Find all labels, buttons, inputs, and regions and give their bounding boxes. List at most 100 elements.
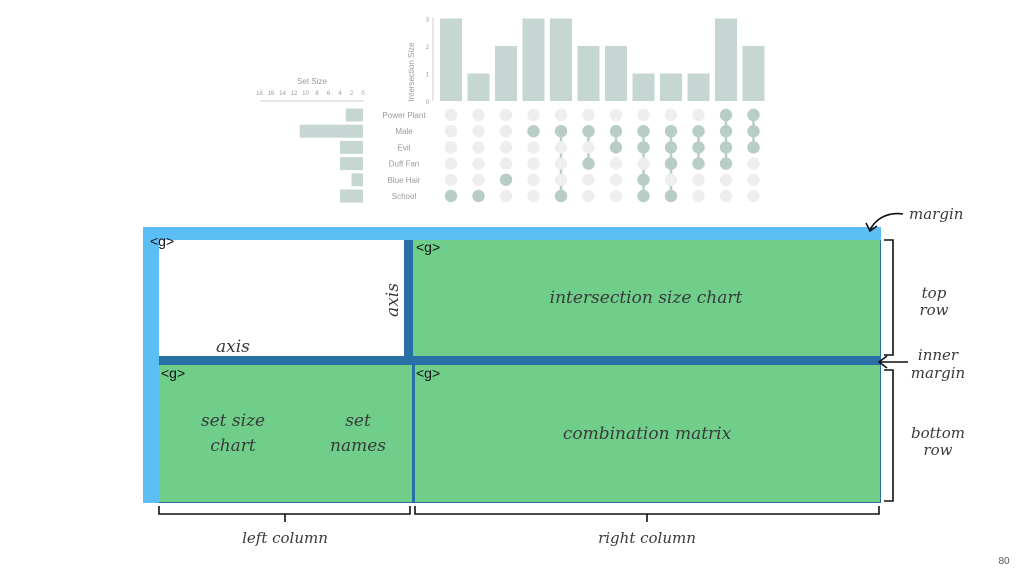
right-column-label: right column [598,529,696,547]
set-size-tick-label: 0 [361,91,365,97]
matrix-dot-inactive [444,157,458,170]
matrix-dot-inactive [499,108,513,122]
matrix-dot-active [554,125,568,138]
right-column-bracket [414,506,880,522]
matrix-dot-inactive [444,173,458,186]
set-size-chart-label-line1: set size [201,411,265,431]
matrix-dot-active [582,125,595,138]
matrix-dot-inactive [719,189,733,203]
set-size-chart-label-line2: chart [210,436,256,456]
set-size-tick-label: 14 [279,91,286,97]
left-column-bracket [158,506,411,522]
matrix-dot-inactive [527,189,540,203]
set-size-tick-label: 18 [256,91,263,97]
set-size-tick-label: 2 [350,91,354,97]
set-size-tick-label: 6 [327,91,331,97]
matrix-dot-inactive [554,173,568,186]
matrix-dot-active [664,125,678,138]
matrix-dot-active [637,173,650,186]
left-column-label: left column [242,529,328,547]
matrix-dot-inactive [554,141,568,154]
intersection-tick-label: 0 [426,100,430,106]
set-name-label: Evil [398,143,411,152]
set-name-label: School [392,192,417,201]
axis-label-vertical: axis [383,283,403,317]
top-left-cell [159,240,404,356]
matrix-dot-inactive [747,189,760,203]
intersection-bar [660,73,682,101]
g-tag-top-left: <g> [150,233,174,249]
matrix-dot-active [719,125,733,138]
intersection-tick-label: 3 [426,18,430,24]
bottom-row-label-line1: bottom [911,424,965,442]
matrix-dot-inactive [582,189,595,203]
matrix-dot-active [609,141,623,154]
matrix-dot-inactive [527,141,540,154]
set-name-label: Blue Hair [388,176,421,185]
intersection-bar [550,18,572,101]
intersection-size-chart-label: intersection size chart [550,288,743,308]
set-size-tick-label: 12 [291,91,298,97]
set-names-label-line1: set [345,411,371,431]
matrix-dot-inactive [527,108,540,122]
set-size-bar [351,173,363,187]
matrix-dot-inactive [582,141,595,154]
intersection-bar [687,73,710,101]
matrix-dot-inactive [609,108,623,122]
g-tag-top-right: <g> [416,239,440,255]
set-size-bars [299,108,363,203]
matrix-dot-inactive [582,108,595,122]
matrix-dot-inactive [747,173,760,186]
matrix-dot-inactive [527,157,540,170]
intersection-bar [440,18,462,101]
matrix-dot-active [664,141,678,154]
set-size-tick-label: 4 [338,91,342,97]
matrix-dot-active [637,125,650,138]
matrix-dot-inactive [472,108,485,122]
set-name-label: Male [395,127,413,136]
intersection-bar [577,46,600,101]
inner-margin-arrowhead [877,355,888,369]
matrix-dot-active [554,189,568,203]
set-size-chart-cell [159,365,412,502]
matrix-dot-inactive [692,189,705,203]
matrix-dot-inactive [719,173,733,186]
set-size-bar [345,108,363,122]
set-size-title: Set Size [297,77,327,86]
matrix-dot-inactive [444,125,458,138]
top-row-label-line2: row [919,301,948,319]
matrix-dot-active [747,125,760,138]
set-size-tick-label: 10 [302,91,309,97]
matrix-dot-active [499,173,513,186]
matrix-dot-inactive [472,173,485,186]
matrix-dot-inactive [664,108,678,122]
matrix-dot-active [527,125,540,138]
intersection-bar [495,46,517,101]
matrix-dot-active [747,141,760,154]
matrix-dot-inactive [499,189,513,203]
matrix-dot-active [719,141,733,154]
axis-label-bottom: axis [216,337,250,357]
matrix-dot-inactive [472,125,485,138]
intersection-bar [467,73,490,101]
matrix-dot-active [582,157,595,170]
bottom-row-label-line2: row [923,441,952,459]
set-size-bar [340,140,363,154]
matrix-dot-inactive [582,173,595,186]
top-row-label-line1: top [922,284,947,302]
intersection-bar [715,18,737,101]
bottom-row-bracket [884,369,894,502]
intersection-bar [605,46,627,101]
intersection-bars [440,18,765,101]
matrix-dot-inactive [554,157,568,170]
matrix-dot-active [609,125,623,138]
intersection-bar [632,73,655,101]
set-size-bar [299,124,363,138]
intersection-tick-label: 1 [426,73,430,79]
matrix-dot-inactive [692,108,705,122]
layout-diagram: <g> <g> <g> <g> axis axis intersection s… [143,205,965,547]
